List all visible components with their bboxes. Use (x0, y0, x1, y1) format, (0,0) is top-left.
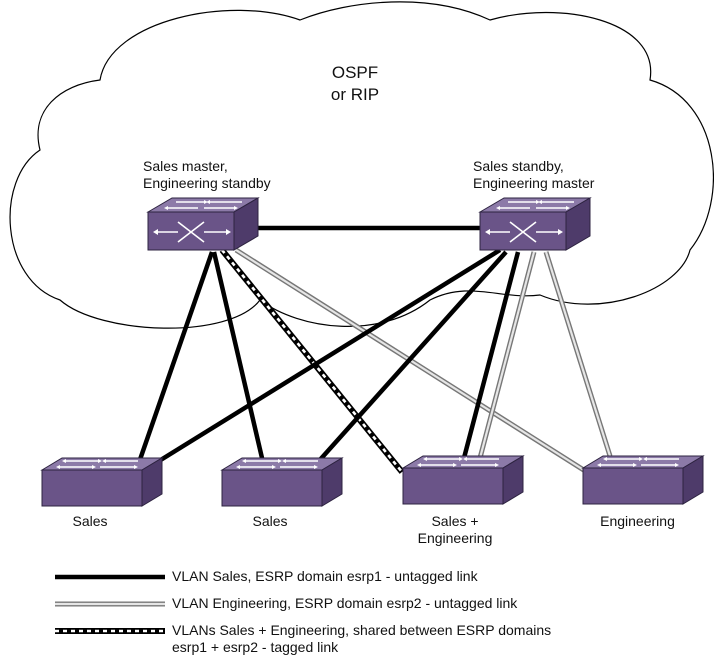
edge-switch-3-icon (402, 455, 524, 505)
edge-switch-2-label: Sales (252, 513, 288, 529)
core-switch-right-label-line1: Sales standby, (473, 158, 564, 174)
edge-switch-2-icon (221, 457, 343, 507)
link-left-core-to-sales-1 (132, 251, 215, 475)
link-right-core-to-sales-engineering-eng (477, 251, 537, 459)
legend-dashed-text-line1: VLANs Sales + Engineering, shared betwee… (172, 622, 552, 638)
edge-switch-3-label-line1: Sales + (431, 513, 479, 529)
cloud-label: OSPF or RIP (310, 62, 400, 106)
edge-switch-3-label-line2: Engineering (417, 530, 493, 546)
cloud-label-line1: OSPF (331, 63, 379, 82)
link-right-core-to-engineering (543, 251, 613, 457)
cloud-label-line2: or RIP (330, 85, 380, 104)
legend-line-layer (55, 574, 165, 634)
edge-switch-1-icon (41, 457, 163, 507)
link-right-core-to-sales-1 (136, 248, 502, 476)
core-switch-right-label-line2: Engineering master (473, 175, 595, 191)
core-switch-right-icon (479, 197, 591, 251)
link-right-core-to-sales-engineering (461, 251, 521, 459)
edge-switch-3-label: Sales + Engineering (405, 513, 505, 547)
edge-switch-1-label: Sales (72, 513, 108, 529)
link-right-core-to-sales-2 (316, 250, 508, 464)
link-left-core-to-engineering (234, 247, 592, 477)
link-layer (132, 225, 613, 477)
legend-solid-text: VLAN Sales, ESRP domain esrp1 - untagged… (172, 568, 478, 584)
legend-dashed-text-line2: esrp1 + esrp2 - tagged link (172, 639, 339, 655)
core-switch-left-icon (147, 197, 259, 251)
core-switch-left-label-line1: Sales master, (143, 158, 228, 174)
edge-switch-4-label: Engineering (600, 513, 675, 529)
legend-dashed-text: VLANs Sales + Engineering, shared betwee… (172, 622, 551, 656)
legend-double-text: VLAN Engineering, ESRP domain esrp2 - un… (172, 595, 518, 611)
core-switch-left-label-line2: Engineering standby (143, 175, 271, 191)
link-left-core-to-sales-engineering (219, 248, 405, 474)
cloud-shape (9, 1, 714, 329)
core-switch-right-label: Sales standby, Engineering master (473, 158, 594, 192)
link-left-core-to-sales-2 (211, 251, 265, 459)
edge-switch-4-icon (582, 455, 704, 505)
core-switch-left-label: Sales master, Engineering standby (143, 158, 271, 192)
